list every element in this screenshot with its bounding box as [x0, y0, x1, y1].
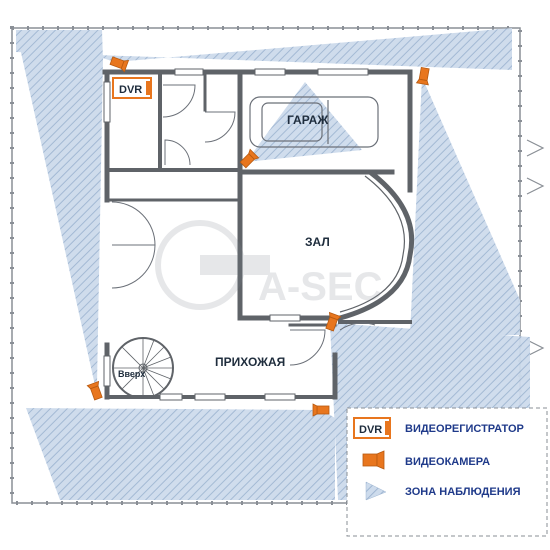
zone-top [16, 28, 512, 70]
legend: DVR ВИДЕОРЕГИСТРАТОР ВИДЕОКАМЕРА ЗОНА НА… [346, 407, 548, 537]
legend-dvr-icon: DVR [353, 417, 391, 439]
room-label-garage: ГАРАЖ [287, 113, 328, 127]
room-label-hall: ЗАЛ [305, 235, 330, 249]
legend-camera-icon [362, 450, 385, 470]
legend-dvr-badge: DVR [359, 424, 382, 436]
camera-icon [415, 66, 430, 86]
legend-zone-icon [365, 481, 387, 501]
zone-left-inner [35, 38, 100, 388]
property-fence [10, 26, 522, 505]
zone-right [410, 77, 520, 335]
camera-icon [86, 380, 103, 401]
spiral-staircase [112, 337, 174, 399]
camera-icon [312, 403, 330, 417]
observation-zones [16, 28, 530, 500]
dvr-icon: DVR [112, 77, 152, 99]
camera-icon [325, 311, 342, 332]
doors [111, 84, 376, 366]
camera-icon [239, 148, 260, 169]
windows [103, 68, 369, 401]
car [249, 96, 379, 148]
zone-bottom [26, 408, 335, 500]
cameras [86, 56, 430, 417]
legend-zone-label: ЗОНА НАБЛЮДЕНИЯ [405, 486, 521, 498]
legend-dvr-label: ВИДЕОРЕГИСТРАТОР [405, 423, 524, 435]
stairs-up-label: Вверх [118, 369, 145, 379]
camera-icon [109, 56, 130, 73]
hall-bay [339, 170, 415, 321]
zone-garage [246, 82, 362, 162]
gate-marks [526, 139, 545, 357]
room-label-entrance: ПРИХОЖАЯ [215, 355, 285, 369]
watermark-logo: A-SEC [155, 220, 382, 310]
watermark-text: A-SEC [258, 265, 382, 309]
legend-camera-label: ВИДЕОКАМЕРА [405, 456, 490, 468]
dvr-badge-text: DVR [119, 84, 142, 96]
